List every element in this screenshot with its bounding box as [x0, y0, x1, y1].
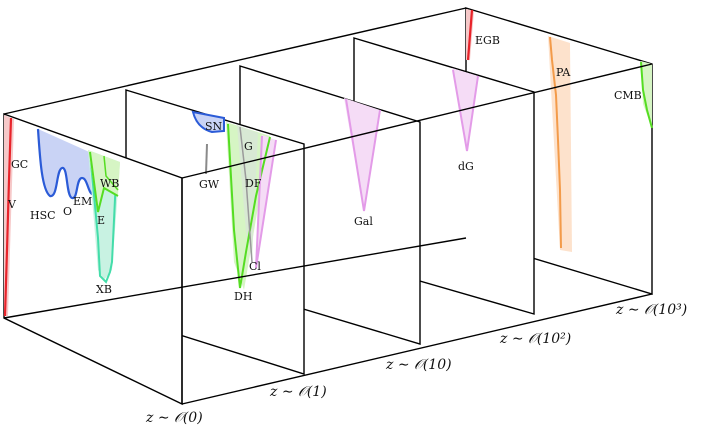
wb-line — [89, 151, 119, 213]
gw-line — [205, 143, 208, 175]
label-v: V — [7, 198, 17, 211]
hsc-area — [38, 129, 96, 199]
stage-label-4: z ∼ 𝒪(10³) — [615, 302, 687, 318]
xb-line — [89, 151, 117, 284]
cmb-line — [640, 61, 653, 129]
label-e: E — [97, 214, 105, 227]
stage-label-3: z ∼ 𝒪(10²) — [499, 331, 571, 347]
label-df: DF — [245, 177, 262, 190]
label-o: O — [63, 205, 72, 218]
stage-labels: z ∼ 𝒪(0) z ∼ 𝒪(1) z ∼ 𝒪(10) z ∼ 𝒪(10²) z… — [145, 302, 687, 426]
hsc-line — [36, 128, 95, 200]
label-egb: EGB — [475, 34, 500, 47]
frame-lines — [3, 7, 653, 405]
dh-line — [227, 123, 271, 289]
stage-label-2: z ∼ 𝒪(10) — [385, 357, 452, 373]
label-gw: GW — [199, 178, 220, 191]
label-cmb: CMB — [614, 89, 642, 102]
sn-area — [191, 110, 225, 134]
gal-band — [344, 98, 380, 212]
e-line — [103, 155, 119, 191]
label-xb: XB — [96, 283, 112, 296]
label-hsc: HSC — [30, 209, 56, 222]
label-g: G — [244, 140, 253, 153]
panel-z-0 — [3, 113, 183, 406]
label-pa: PA — [556, 66, 571, 79]
label-gal: Gal — [354, 215, 373, 228]
signal-labels: GC V HSC O EM WB E XB SN GW G DF DH Cl G… — [7, 34, 642, 303]
cmb-band — [641, 61, 652, 128]
label-dg: dG — [458, 160, 474, 173]
dg-line — [452, 69, 479, 152]
label-sn: SN — [205, 120, 223, 133]
label-wb: WB — [100, 177, 119, 190]
pa-line — [549, 36, 562, 249]
label-cl: Cl — [249, 260, 261, 273]
label-dh: DH — [234, 290, 252, 303]
stage-label-0: z ∼ 𝒪(0) — [145, 410, 203, 426]
v-line — [3, 117, 13, 317]
cl-line — [255, 135, 277, 269]
label-gc: GC — [11, 158, 28, 171]
stage-label-1: z ∼ 𝒪(1) — [269, 384, 327, 400]
egb-line — [466, 9, 474, 61]
label-em: EM — [73, 195, 92, 208]
pa-band — [548, 36, 572, 252]
df-line — [239, 126, 253, 263]
